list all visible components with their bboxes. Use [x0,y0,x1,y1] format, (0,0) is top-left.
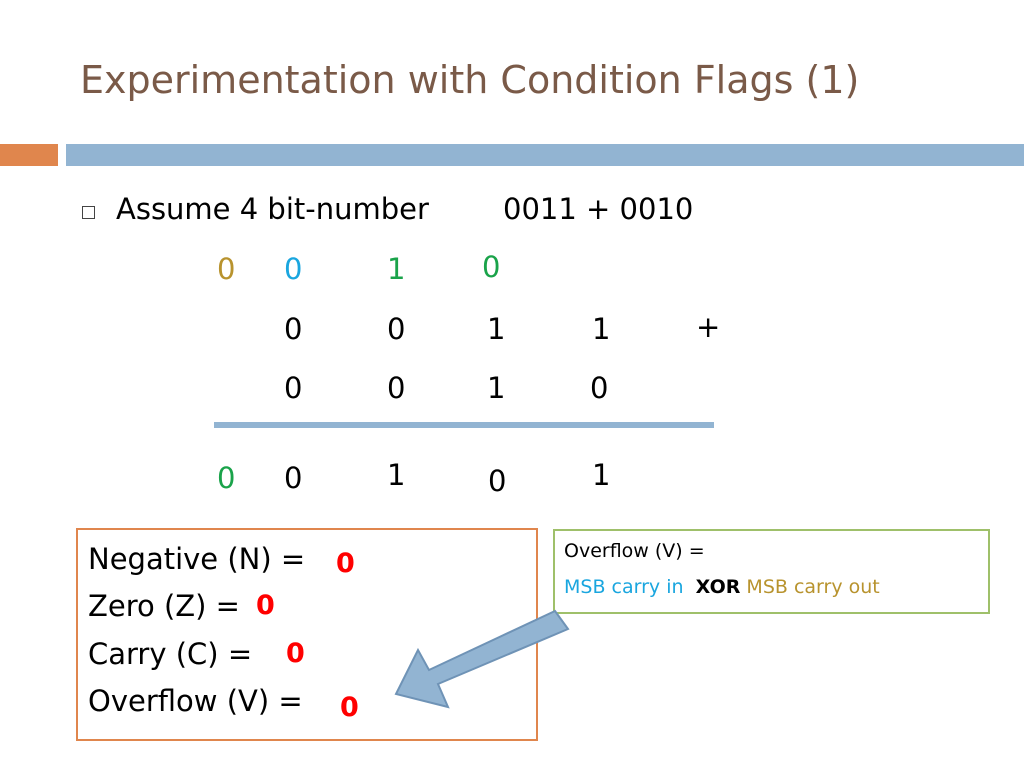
carry-in-digit: 0 [284,252,303,286]
operand2-digit: 1 [487,371,506,405]
operand1-digit: 1 [592,312,611,346]
operand2-digit: 0 [590,371,609,405]
negative-flag-label: Negative (N) = [88,542,306,576]
negative-flag-value: 0 [336,548,355,579]
result-digit: 1 [592,458,611,492]
overflow-flag-label: Overflow (V) = [88,684,303,718]
carry-digit: 0 [482,250,501,284]
msb-carry-in-text: MSB carry in [564,576,684,598]
operand1-digit: 0 [387,312,406,346]
xor-operator-text: XOR [695,576,741,598]
result-digit: 1 [387,458,406,492]
bullet-text: Assume 4 bit-number [116,192,429,226]
overflow-note-box [553,529,990,614]
result-digit: 0 [217,461,236,495]
result-digit: 0 [488,464,507,498]
title-accent-bar-orange [0,144,58,166]
operand2-digit: 0 [387,371,406,405]
sum-divider-line [214,422,714,428]
carry-flag-value: 0 [286,638,305,669]
overflow-flag-value: 0 [340,692,359,723]
addition-expression: 0011 + 0010 [503,192,694,226]
carry-digit: 1 [387,252,406,286]
operand2-digit: 0 [284,371,303,405]
operand1-digit: 0 [284,312,303,346]
overflow-note-formula: MSB carry in XOR MSB carry out [564,576,880,598]
carry-out-digit: 0 [217,252,236,286]
carry-flag-label: Carry (C) = [88,637,253,671]
overflow-note-title: Overflow (V) = [564,540,705,562]
title-accent-bar-blue [66,144,1024,166]
result-digit: 0 [284,461,303,495]
zero-flag-value: 0 [256,590,275,621]
zero-flag-label: Zero (Z) = [88,589,240,623]
operand1-digit: 1 [487,312,506,346]
msb-carry-out-text: MSB carry out [746,576,880,598]
slide-title: Experimentation with Condition Flags (1) [80,58,860,102]
bullet-square-icon [82,206,95,219]
plus-operator: + [696,310,721,344]
